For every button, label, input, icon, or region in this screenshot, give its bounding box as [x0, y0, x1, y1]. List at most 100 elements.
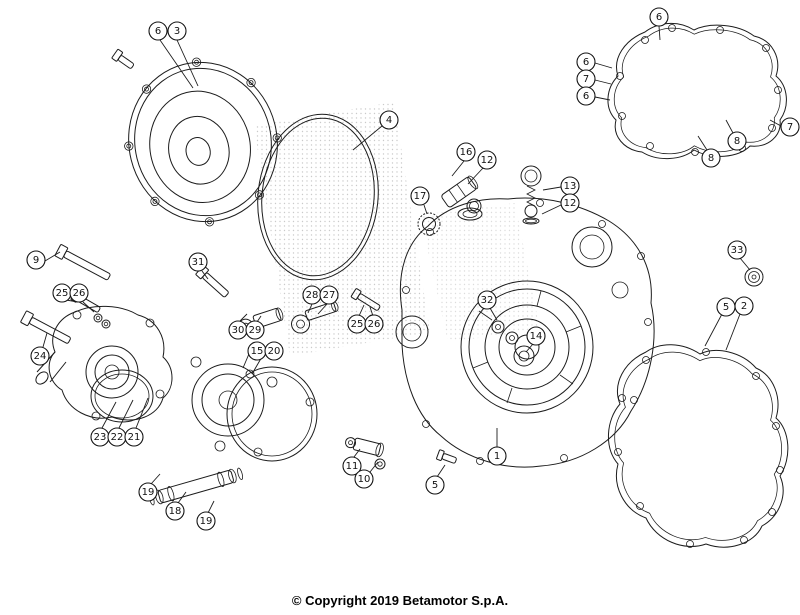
- svg-text:26: 26: [368, 319, 381, 330]
- copyright-text: © Copyright 2019 Betamotor S.p.A.: [291, 593, 509, 608]
- callout-33: 33: [727, 240, 747, 260]
- svg-text:23: 23: [94, 432, 107, 443]
- svg-text:33: 33: [731, 245, 744, 256]
- callout-20: 20: [264, 341, 284, 361]
- bolt-24: [20, 310, 71, 344]
- svg-text:7: 7: [583, 74, 589, 85]
- clutch-cover-gasket-bottom: [607, 344, 789, 548]
- svg-text:7: 7: [787, 122, 793, 133]
- svg-text:27: 27: [323, 290, 336, 301]
- svg-text:15: 15: [251, 346, 264, 357]
- callout-16: 16: [456, 142, 476, 162]
- svg-text:9: 9: [33, 255, 39, 266]
- svg-text:20: 20: [268, 346, 281, 357]
- callout-29: 29: [245, 320, 265, 340]
- svg-text:11: 11: [346, 461, 359, 472]
- svg-text:4: 4: [386, 115, 392, 126]
- cover-oring: [257, 113, 379, 281]
- bushing-set: [441, 175, 482, 214]
- bolt-5-bottom: [436, 449, 457, 464]
- oil-filler-cap: [417, 212, 441, 236]
- stipple-watermark: [254, 102, 540, 356]
- svg-text:26: 26: [73, 288, 86, 299]
- callout-12: 12: [560, 193, 580, 213]
- svg-text:1: 1: [494, 451, 500, 462]
- svg-text:6: 6: [656, 12, 662, 23]
- svg-text:5: 5: [432, 480, 438, 491]
- svg-text:25: 25: [351, 319, 364, 330]
- svg-text:21: 21: [128, 432, 141, 443]
- callout-9: 9: [26, 250, 46, 270]
- callout-1: 1: [487, 446, 507, 466]
- callout-26: 26: [364, 314, 384, 334]
- callout-5: 5: [425, 475, 445, 495]
- callout-6: 6: [649, 7, 669, 27]
- callout-19: 19: [138, 482, 158, 502]
- callout-5: 5: [716, 297, 736, 317]
- svg-text:19: 19: [142, 487, 155, 498]
- callout-15: 15: [247, 341, 267, 361]
- svg-text:13: 13: [564, 181, 577, 192]
- svg-text:8: 8: [734, 136, 740, 147]
- callout-12: 12: [477, 150, 497, 170]
- plugs-32: [491, 320, 519, 345]
- svg-text:30: 30: [232, 325, 245, 336]
- svg-text:19: 19: [200, 516, 213, 527]
- callout-8: 8: [701, 148, 721, 168]
- svg-text:12: 12: [564, 198, 577, 209]
- svg-text:16: 16: [460, 147, 473, 158]
- callout-4: 4: [379, 110, 399, 130]
- svg-text:12: 12: [481, 155, 494, 166]
- callout-32: 32: [477, 290, 497, 310]
- callout-6: 6: [148, 21, 168, 41]
- leader-lines: [42, 25, 782, 514]
- svg-text:5: 5: [723, 302, 729, 313]
- pump-shaft-assembly: [148, 467, 244, 506]
- callout-30: 30: [228, 320, 248, 340]
- bushing-14: [513, 345, 535, 367]
- callout-26: 26: [69, 283, 89, 303]
- callout-21: 21: [124, 427, 144, 447]
- svg-text:6: 6: [583, 91, 589, 102]
- water-pump-cover: [35, 305, 173, 421]
- svg-text:24: 24: [34, 351, 47, 362]
- callout-13: 13: [560, 176, 580, 196]
- callout-10: 10: [354, 469, 374, 489]
- callout-3: 3: [167, 21, 187, 41]
- svg-text:18: 18: [169, 506, 182, 517]
- thermostat: [520, 165, 542, 225]
- callout-25: 25: [52, 283, 72, 303]
- svg-text:3: 3: [174, 26, 180, 37]
- svg-text:14: 14: [530, 331, 543, 342]
- callout-11: 11: [342, 456, 362, 476]
- cover-screw: [111, 48, 134, 69]
- callout-31: 31: [188, 252, 208, 272]
- svg-text:10: 10: [358, 474, 371, 485]
- callout-24: 24: [30, 346, 50, 366]
- clutch-cover-gasket-top: [607, 23, 787, 159]
- svg-text:25: 25: [56, 288, 69, 299]
- callouts: 6 3 4 6 6 7 6 7 8 8 16 12 13 12 17 9 31 …: [26, 7, 800, 531]
- callout-6: 6: [576, 52, 596, 72]
- pump-backplate: [226, 366, 318, 462]
- bolt-9: [54, 244, 111, 281]
- svg-text:17: 17: [414, 191, 427, 202]
- callout-19: 19: [196, 511, 216, 531]
- callout-2: 2: [734, 296, 754, 316]
- drain-plug-11-10: [345, 437, 386, 470]
- callout-28: 28: [302, 285, 322, 305]
- svg-text:2: 2: [741, 301, 747, 312]
- seal-33: [744, 267, 764, 287]
- callout-17: 17: [410, 186, 430, 206]
- callout-14: 14: [526, 326, 546, 346]
- water-pump-body: [190, 356, 278, 452]
- svg-text:29: 29: [249, 325, 262, 336]
- callout-25: 25: [347, 314, 367, 334]
- crankcase-clutch-housing: [395, 197, 655, 468]
- callout-7: 7: [576, 69, 596, 89]
- svg-text:6: 6: [583, 57, 589, 68]
- callout-22: 22: [107, 427, 127, 447]
- svg-text:28: 28: [306, 290, 319, 301]
